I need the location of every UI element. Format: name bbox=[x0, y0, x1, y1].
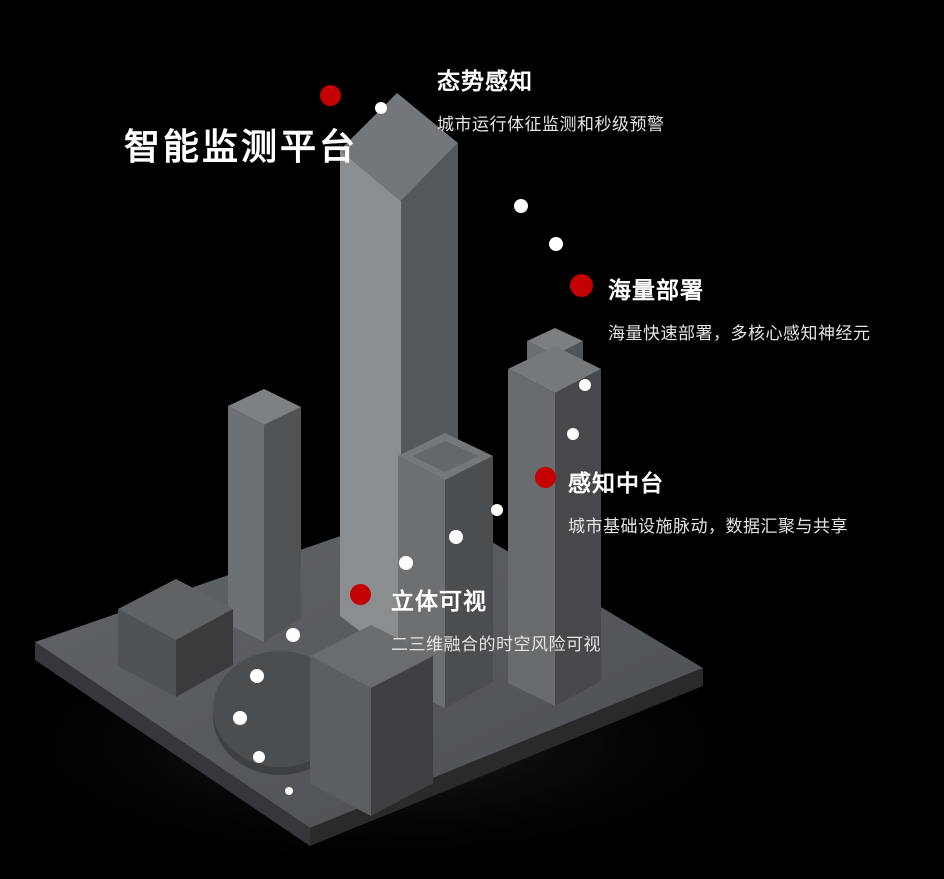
feature-marker-3 bbox=[535, 467, 556, 488]
hero-title: 智能监测平台 bbox=[124, 126, 359, 167]
trail-dot bbox=[579, 379, 591, 391]
dotted-trail bbox=[233, 102, 591, 795]
trail-dot bbox=[253, 751, 265, 763]
trail-dot bbox=[250, 669, 264, 683]
trail-dot bbox=[549, 237, 563, 251]
trail-dot bbox=[567, 428, 579, 440]
building-front bbox=[310, 625, 433, 816]
feature-marker-4 bbox=[350, 584, 371, 605]
feature-desc: 城市运行体征监测和秒级预警 bbox=[437, 115, 665, 134]
feature-title: 感知中台 bbox=[568, 470, 664, 496]
building-right-tower bbox=[508, 328, 601, 706]
feature-desc: 城市基础设施脉动，数据汇聚与共享 bbox=[568, 517, 848, 536]
building-back-left-tower bbox=[228, 389, 301, 642]
feature-title: 态势感知 bbox=[437, 68, 533, 94]
feature-situation-awareness: 态势感知 城市运行体征监测和秒级预警 bbox=[437, 62, 665, 135]
trail-dot bbox=[491, 504, 503, 516]
feature-perception-platform: 感知中台 城市基础设施脉动，数据汇聚与共享 bbox=[568, 464, 848, 537]
trail-dot bbox=[233, 711, 247, 725]
trail-dot bbox=[286, 628, 300, 642]
feature-title: 海量部署 bbox=[608, 277, 704, 303]
feature-desc: 二三维融合的时空风险可视 bbox=[391, 635, 601, 654]
feature-3d-visualization: 立体可视 二三维融合的时空风险可视 bbox=[391, 582, 601, 655]
trail-dot bbox=[449, 530, 463, 544]
trail-dot bbox=[375, 102, 387, 114]
trail-dot bbox=[285, 787, 293, 795]
trail-dot bbox=[514, 199, 528, 213]
feature-desc: 海量快速部署，多核心感知神经元 bbox=[608, 324, 871, 343]
feature-mass-deployment: 海量部署 海量快速部署，多核心感知神经元 bbox=[608, 271, 871, 344]
building-front-left-low bbox=[118, 579, 233, 697]
feature-marker-1 bbox=[320, 85, 341, 106]
building-mid bbox=[398, 433, 493, 708]
feature-marker-2 bbox=[570, 274, 593, 297]
feature-title: 立体可视 bbox=[391, 588, 487, 614]
trail-dot bbox=[399, 556, 413, 570]
